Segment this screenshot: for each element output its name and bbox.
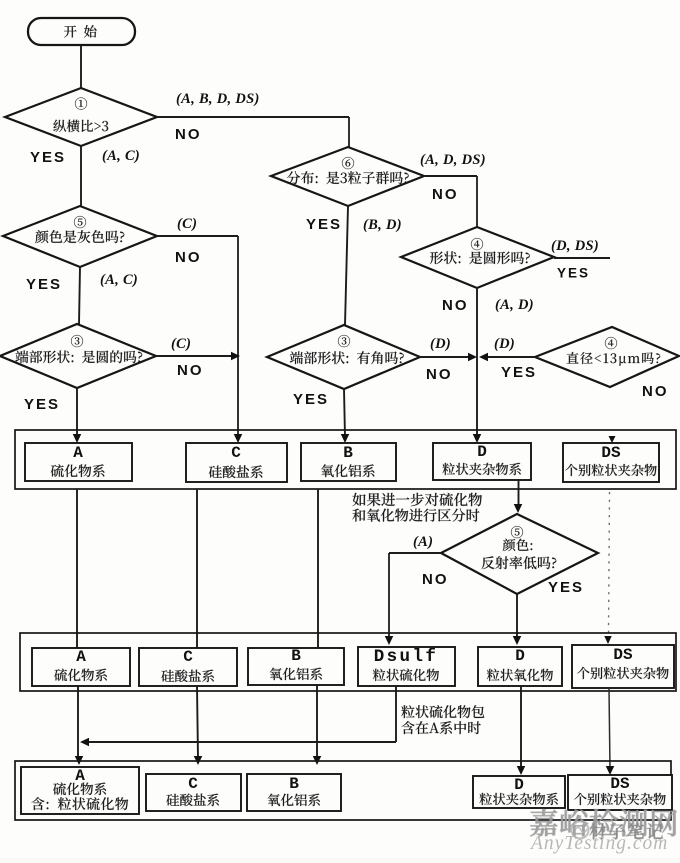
svg-text:(A, C): (A, C) bbox=[102, 148, 140, 164]
svg-text:YES: YES bbox=[501, 364, 537, 381]
svg-text:NO: NO bbox=[442, 297, 469, 314]
svg-text:(B, D): (B, D) bbox=[363, 217, 402, 233]
svg-text:(A): (A) bbox=[413, 534, 433, 550]
svg-text:(D): (D) bbox=[430, 336, 451, 352]
svg-text:YES: YES bbox=[548, 579, 584, 596]
svg-text:YES: YES bbox=[26, 276, 62, 293]
svg-text:D: D bbox=[514, 776, 524, 794]
svg-text:A: A bbox=[76, 648, 86, 666]
svg-text:Dsulf: Dsulf bbox=[374, 647, 439, 667]
svg-text:YES: YES bbox=[557, 266, 590, 281]
svg-text:(D): (D) bbox=[494, 336, 515, 352]
svg-text:(A, D): (A, D) bbox=[495, 297, 534, 313]
svg-text:D: D bbox=[477, 443, 487, 461]
svg-text:YES: YES bbox=[24, 396, 60, 413]
svg-text:DS: DS bbox=[613, 646, 633, 664]
svg-text:A: A bbox=[73, 444, 83, 462]
svg-text:AnyTesting.com: AnyTesting.com bbox=[529, 833, 668, 854]
svg-text:YES: YES bbox=[30, 149, 66, 166]
svg-text:NO: NO bbox=[175, 249, 202, 266]
svg-text:NO: NO bbox=[432, 186, 459, 203]
svg-text:YES: YES bbox=[306, 216, 342, 233]
svg-text:YES: YES bbox=[293, 391, 329, 408]
svg-text:(D, DS): (D, DS) bbox=[551, 238, 599, 254]
svg-text:NO: NO bbox=[177, 362, 204, 379]
svg-text:C: C bbox=[183, 648, 193, 666]
svg-text:(A, B, D, DS): (A, B, D, DS) bbox=[176, 91, 260, 107]
svg-text:A: A bbox=[75, 767, 85, 785]
svg-text:(A, D, DS): (A, D, DS) bbox=[420, 152, 486, 168]
svg-text:(A, C): (A, C) bbox=[100, 272, 138, 288]
svg-text:NO: NO bbox=[175, 126, 202, 143]
svg-text:C: C bbox=[231, 444, 241, 462]
svg-text:DS: DS bbox=[610, 775, 630, 793]
svg-text:DS: DS bbox=[601, 444, 621, 462]
svg-text:B: B bbox=[343, 444, 353, 462]
svg-text:NO: NO bbox=[426, 366, 453, 383]
svg-text:B: B bbox=[289, 775, 299, 793]
svg-text:D: D bbox=[515, 647, 525, 665]
svg-text:C: C bbox=[188, 775, 198, 793]
svg-text:B: B bbox=[291, 647, 301, 665]
svg-text:(C): (C) bbox=[171, 336, 191, 352]
svg-text:NO: NO bbox=[642, 383, 669, 400]
svg-text:(C): (C) bbox=[177, 216, 197, 232]
svg-text:NO: NO bbox=[422, 571, 449, 588]
